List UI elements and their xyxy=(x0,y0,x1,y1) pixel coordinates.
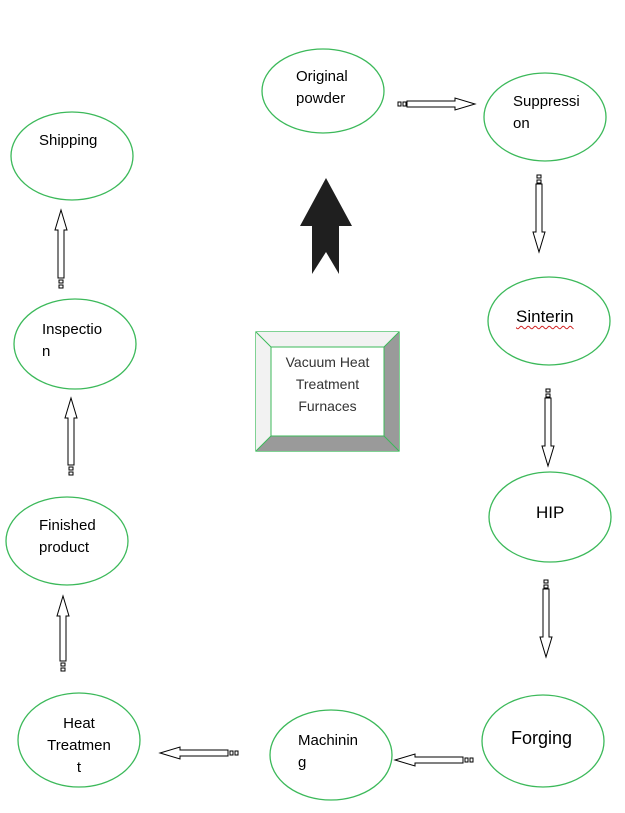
center-label: Vacuum Heat Treatment Furnaces xyxy=(285,354,370,414)
hollow-arrow-icon xyxy=(532,174,546,254)
hollow-arrow-icon xyxy=(158,746,239,760)
center-bevel-right xyxy=(384,332,399,451)
center-box xyxy=(255,331,400,452)
hollow-arrow-icon xyxy=(393,753,474,767)
bold-up-arrow-icon xyxy=(300,178,352,274)
node-heat-treatment xyxy=(17,692,141,788)
center-bevel-bottom xyxy=(256,436,399,451)
hollow-arrow-icon xyxy=(541,388,555,468)
center-bevel-top xyxy=(256,332,399,347)
node-forging xyxy=(481,694,605,788)
hollow-arrow-icon xyxy=(54,208,68,289)
center-face xyxy=(270,346,385,437)
node-suppression xyxy=(483,72,607,162)
node-hip xyxy=(488,471,612,563)
node-finished-product xyxy=(5,496,129,586)
hollow-arrow-icon xyxy=(64,396,78,476)
node-shipping xyxy=(10,111,134,201)
hollow-arrow-icon xyxy=(539,579,553,659)
node-machining xyxy=(269,709,393,801)
hollow-arrow-icon xyxy=(56,594,70,672)
node-sintering xyxy=(487,276,611,366)
hollow-arrow-icon xyxy=(397,97,477,111)
node-inspection xyxy=(13,298,137,390)
node-original-powder xyxy=(261,48,385,134)
center-bevel-left xyxy=(256,332,271,451)
